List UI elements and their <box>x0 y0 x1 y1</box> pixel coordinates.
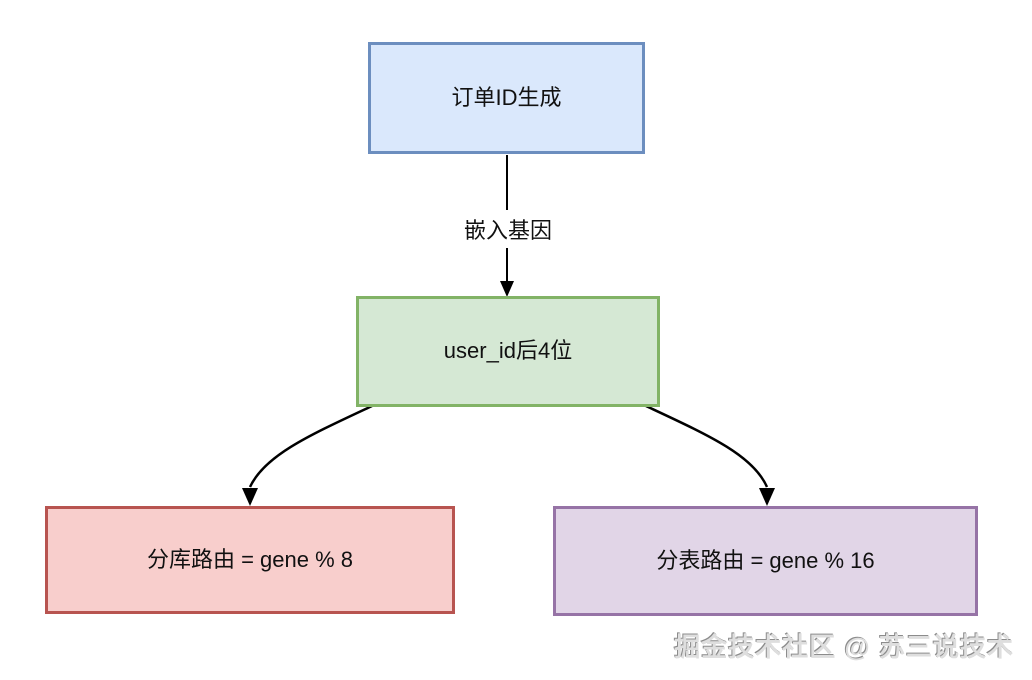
edge-label-embed-gene: 嵌入基因 <box>458 210 558 248</box>
node-user-id-last4-label: user_id后4位 <box>443 338 573 364</box>
edge-gene-to-db <box>248 404 373 488</box>
node-user-id-last4: user_id后4位 <box>356 296 660 407</box>
arrowhead-gene-icon <box>500 281 514 297</box>
node-table-shard-route-label: 分表路由 = gene % 16 <box>656 547 875 573</box>
arrowhead-db-icon <box>242 488 258 506</box>
node-db-shard-route: 分库路由 = gene % 8 <box>45 506 455 614</box>
edge-gene-to-table <box>645 404 769 488</box>
node-table-shard-route: 分表路由 = gene % 16 <box>553 506 978 616</box>
watermark-text: 掘金技术社区 @ 苏三说技术 <box>674 632 1014 662</box>
arrowhead-table-icon <box>759 488 775 506</box>
node-db-shard-route-label: 分库路由 = gene % 8 <box>146 546 354 572</box>
node-order-id-generation: 订单ID生成 <box>368 42 645 154</box>
node-order-id-generation-label: 订单ID生成 <box>451 84 562 110</box>
